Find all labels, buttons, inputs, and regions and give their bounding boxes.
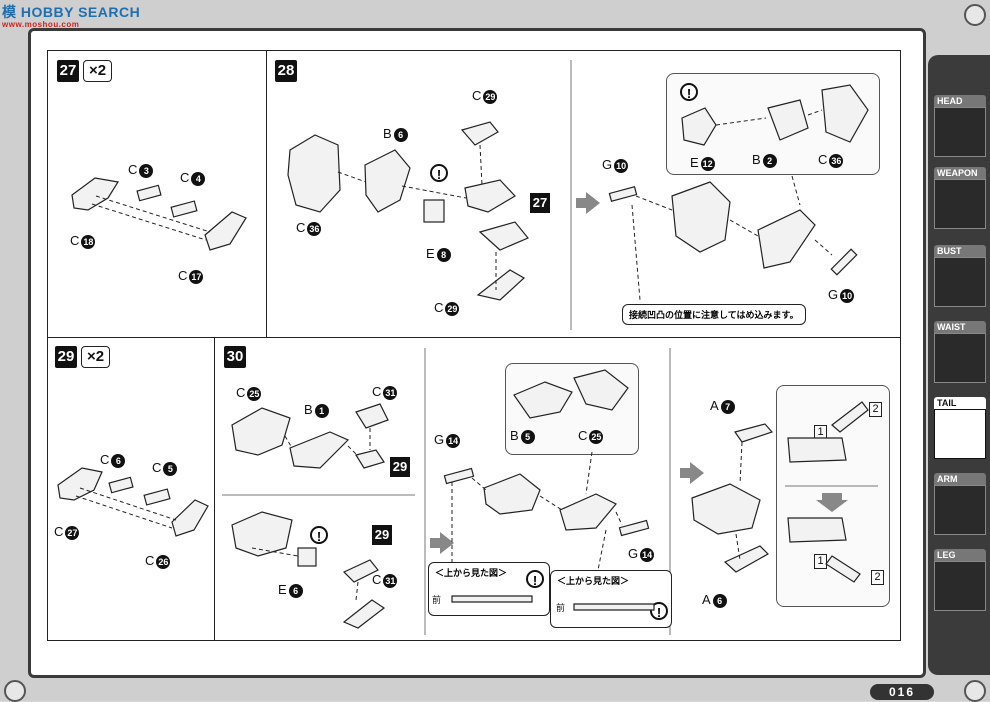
watermark-url: www.moshou.com (2, 20, 80, 29)
step-reference-badge: 27 (530, 193, 550, 213)
step-number: 29 (55, 346, 77, 368)
front-label: 前 (556, 603, 566, 613)
tab-label: HEAD (934, 95, 986, 107)
flow-arrow-icon (576, 192, 600, 214)
tail-thumbnail-icon (934, 409, 986, 459)
weapon-thumbnail-icon (934, 179, 986, 229)
caution-icon: ! (680, 83, 698, 101)
callout-number: 2 (871, 570, 884, 585)
caution-icon: ! (430, 164, 448, 182)
top-view-title: ＜上から見た図＞ (435, 568, 508, 578)
leg-thumbnail-icon (934, 561, 986, 611)
callout-number: 1 (814, 554, 827, 569)
multiplier-badge: ×2 (81, 346, 111, 368)
callout-number: 2 (869, 402, 882, 417)
tab-label: WEAPON (934, 167, 986, 179)
sidebar-tab-leg[interactable]: LEG (934, 549, 986, 615)
arm-thumbnail-icon (934, 485, 986, 535)
top-view-title: ＜上から見た図＞ (557, 576, 630, 586)
section-sidebar: HEAD WEAPON BUST WAIST TAIL ARM LEG (928, 55, 990, 675)
bust-thumbnail-icon (934, 257, 986, 307)
flow-arrow-icon (680, 462, 704, 484)
sidebar-tab-waist[interactable]: WAIST (934, 321, 986, 387)
step-number: 28 (275, 60, 297, 82)
front-label: 前 (432, 595, 442, 605)
page-number: 016 (870, 684, 934, 700)
head-thumbnail-icon (934, 107, 986, 157)
assembly-note: 接続凹凸の位置に注意してはめ込みます。 (622, 304, 806, 325)
sidebar-tab-bust[interactable]: BUST (934, 245, 986, 311)
sidebar-tab-weapon[interactable]: WEAPON (934, 167, 986, 233)
tab-label: LEG (934, 549, 986, 561)
step-reference-badge: 29 (372, 525, 392, 545)
corner-bolt-icon (964, 4, 986, 26)
waist-thumbnail-icon (934, 333, 986, 383)
multiplier-badge: ×2 (83, 60, 113, 82)
tab-label: WAIST (934, 321, 986, 333)
down-arrow-icon (816, 493, 848, 512)
step-reference-badge: 29 (390, 457, 410, 477)
sidebar-tab-tail[interactable]: TAIL (934, 397, 986, 463)
caution-icon: ! (650, 602, 668, 620)
top-view-inset: ＜上から見た図＞ (550, 570, 672, 628)
caution-icon: ! (526, 570, 544, 588)
caution-icon: ! (310, 526, 328, 544)
watermark-text: 模 HOBBY SEARCH (2, 4, 141, 20)
watermark: 模 HOBBY SEARCH www.moshou.com (2, 2, 140, 29)
tab-label: TAIL (934, 397, 986, 409)
sidebar-tab-head[interactable]: HEAD (934, 95, 986, 161)
tab-label: BUST (934, 245, 986, 257)
tab-label: ARM (934, 473, 986, 485)
step-number: 30 (224, 346, 246, 368)
step-number: 27 (57, 60, 79, 82)
flow-arrow-icon (430, 532, 454, 554)
sidebar-tab-arm[interactable]: ARM (934, 473, 986, 539)
